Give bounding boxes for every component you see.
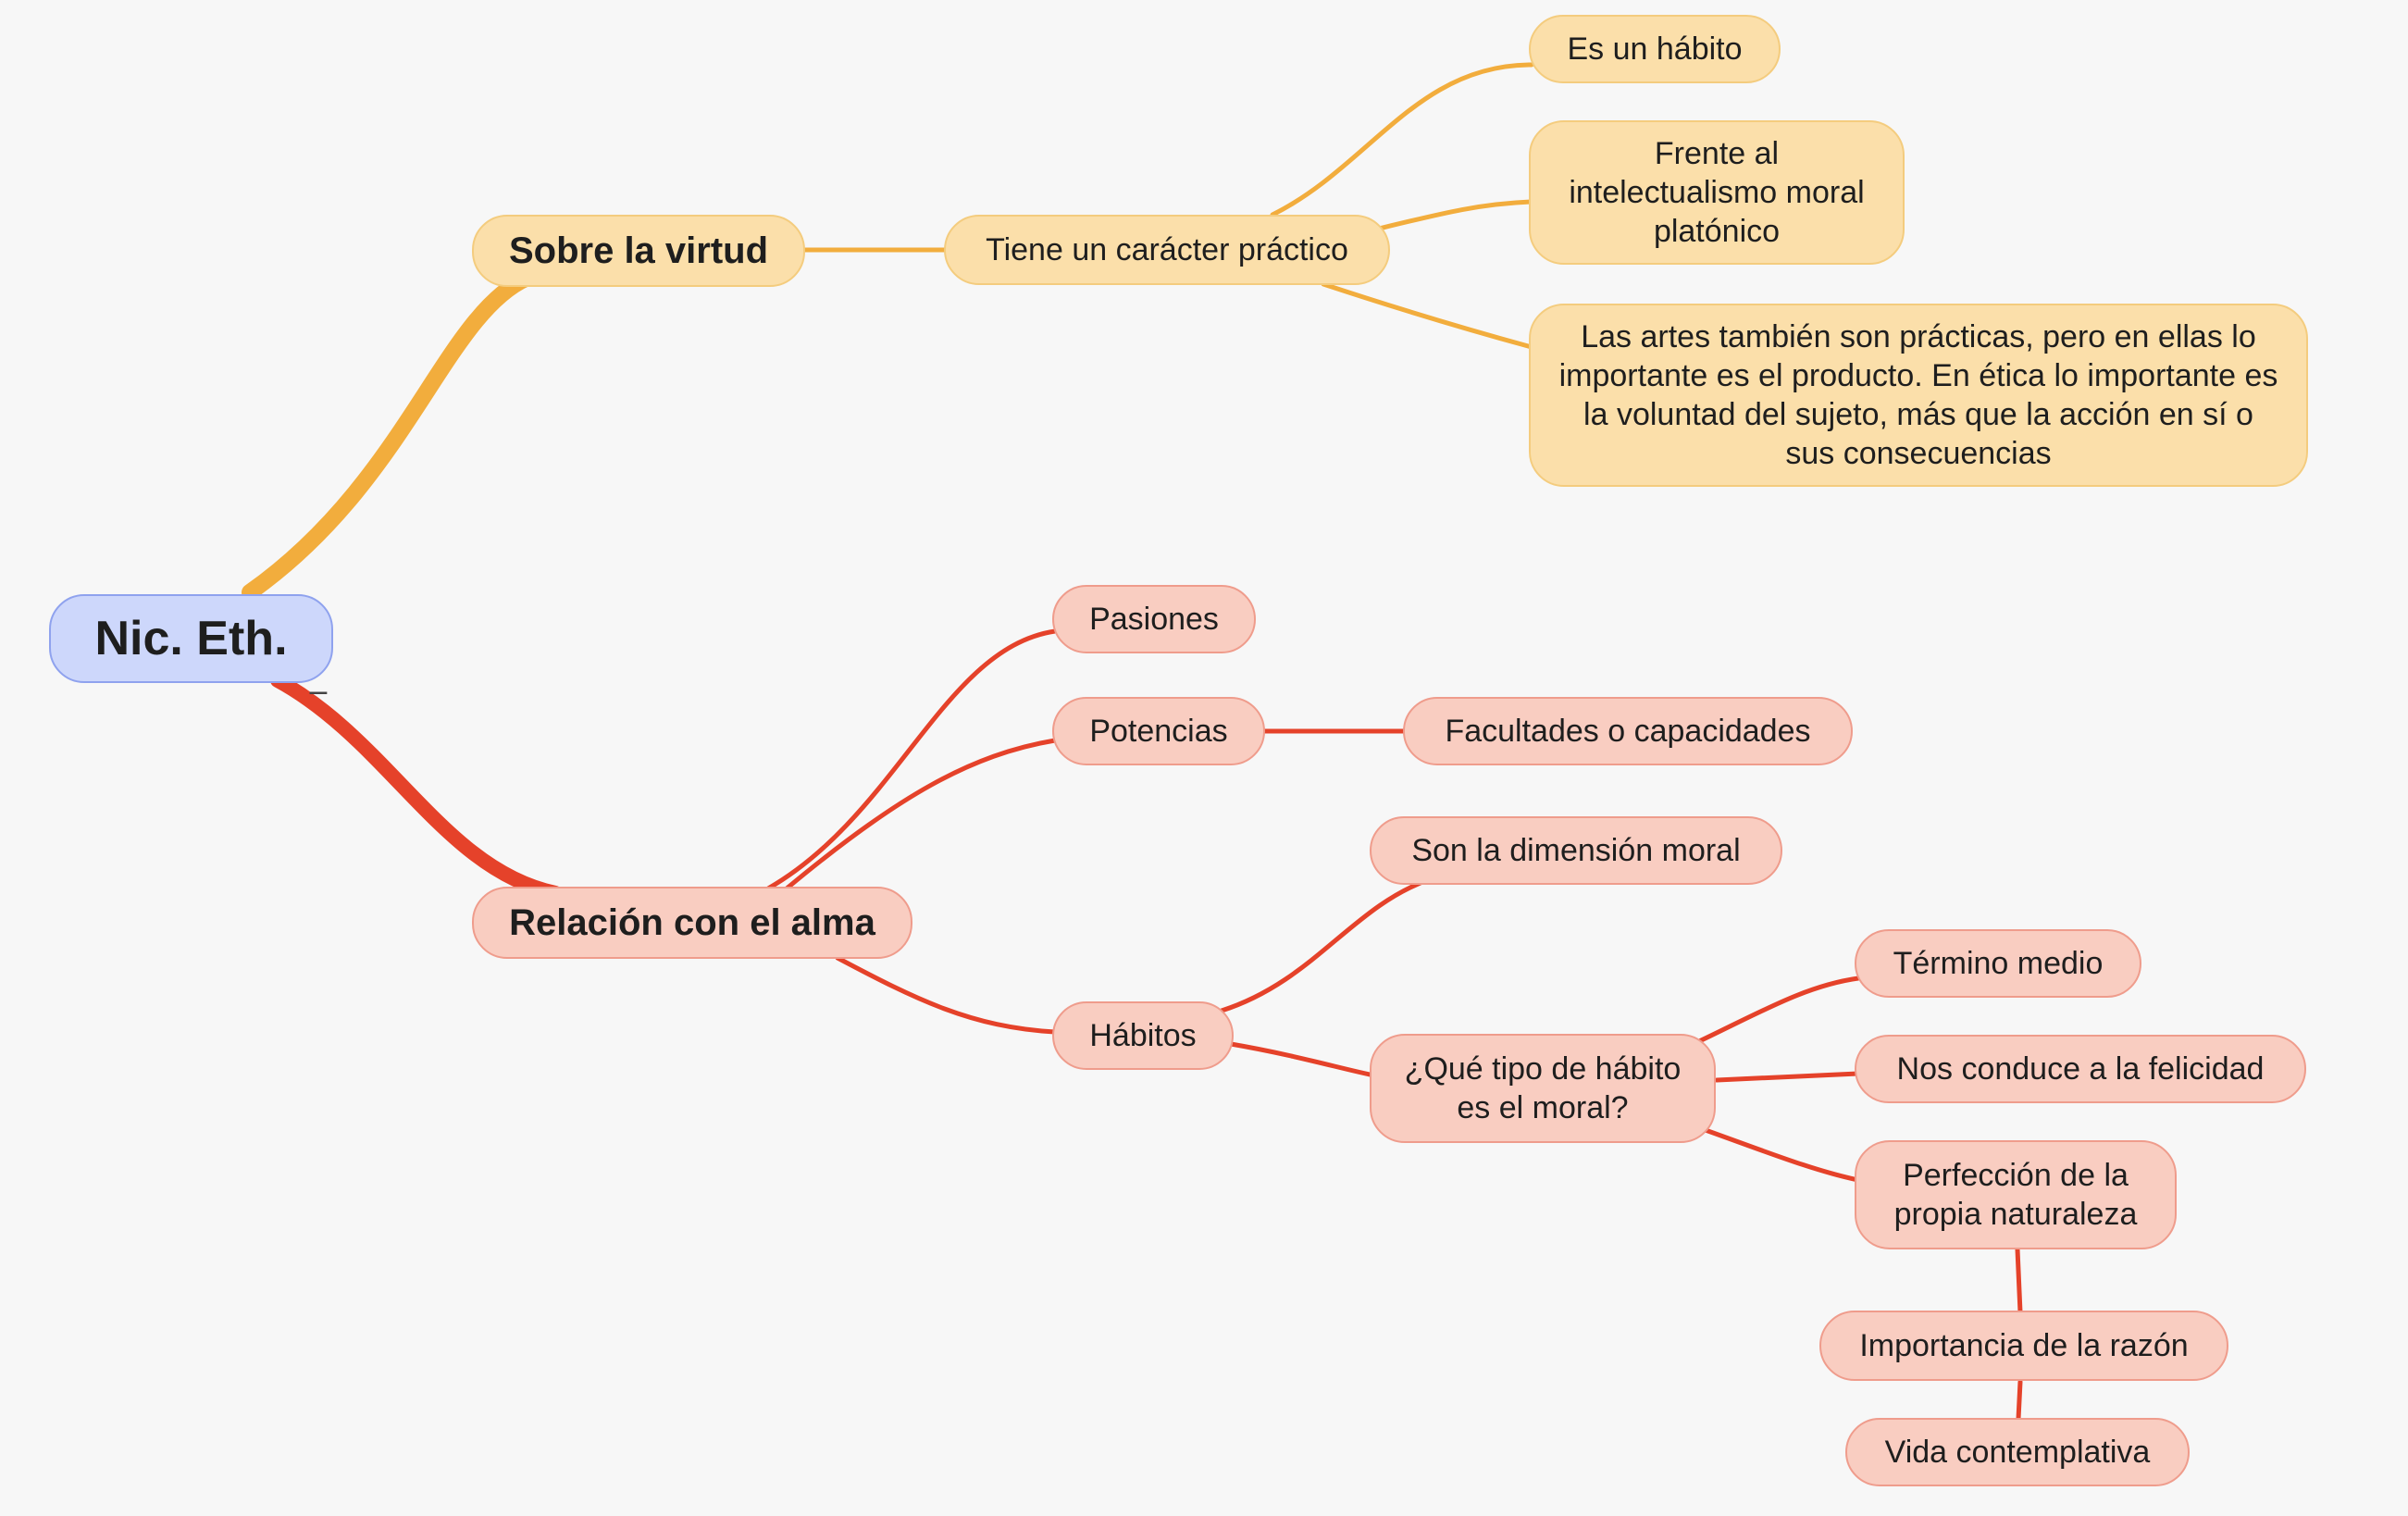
- root-node[interactable]: Nic. Eth.: [49, 594, 333, 683]
- node-habitos[interactable]: Hábitos: [1052, 1001, 1234, 1070]
- link-alma-pasiones: [765, 628, 1058, 891]
- node-dimension-moral[interactable]: Son la dimensión moral: [1370, 816, 1782, 885]
- node-pasiones[interactable]: Pasiones: [1052, 585, 1256, 653]
- node-importancia-razon[interactable]: Importancia de la razón: [1819, 1311, 2228, 1381]
- link-habitos-dimension: [1219, 876, 1433, 1013]
- node-que-tipo-de-habito[interactable]: ¿Qué tipo de hábito es el moral?: [1370, 1034, 1716, 1143]
- link-root-virtud: [242, 269, 536, 601]
- node-potencias[interactable]: Potencias: [1052, 697, 1265, 765]
- collapse-icon[interactable]: −: [306, 677, 330, 709]
- link-root-alma: [270, 673, 563, 901]
- link-tipo-felicidad: [1714, 1071, 1861, 1083]
- branch-sobre-la-virtud[interactable]: Sobre la virtud: [472, 215, 805, 287]
- node-termino-medio[interactable]: Término medio: [1855, 929, 2141, 998]
- node-vida-contemplativa[interactable]: Vida contemplativa: [1845, 1418, 2190, 1486]
- node-perfeccion[interactable]: Perfección de la propia naturaleza: [1855, 1140, 2177, 1249]
- link-alma-habitos: [835, 955, 1058, 1035]
- branch-relacion-con-el-alma[interactable]: Relación con el alma: [472, 887, 912, 959]
- link-practico-habito: [1270, 62, 1534, 217]
- link-practico-frente: [1376, 199, 1534, 231]
- link-razon-vida: [2016, 1379, 2023, 1422]
- link-alma-potencias: [784, 738, 1058, 891]
- node-las-artes[interactable]: Las artes también son prácticas, pero en…: [1529, 304, 2308, 487]
- node-facultades[interactable]: Facultades o capacidades: [1403, 697, 1853, 765]
- link-practico-artes: [1321, 281, 1534, 350]
- node-es-un-habito[interactable]: Es un hábito: [1529, 15, 1781, 83]
- link-tipo-medio: [1691, 975, 1861, 1047]
- link-habitos-tipo: [1228, 1041, 1377, 1078]
- node-frente-intelectualismo[interactable]: Frente al intelectualismo moral platónic…: [1529, 120, 1905, 265]
- node-caracter-practico[interactable]: Tiene un carácter práctico: [944, 215, 1390, 285]
- link-tipo-perfeccion: [1700, 1126, 1861, 1183]
- link-perfeccion-razon: [2015, 1247, 2023, 1315]
- node-felicidad[interactable]: Nos conduce a la felicidad: [1855, 1035, 2306, 1103]
